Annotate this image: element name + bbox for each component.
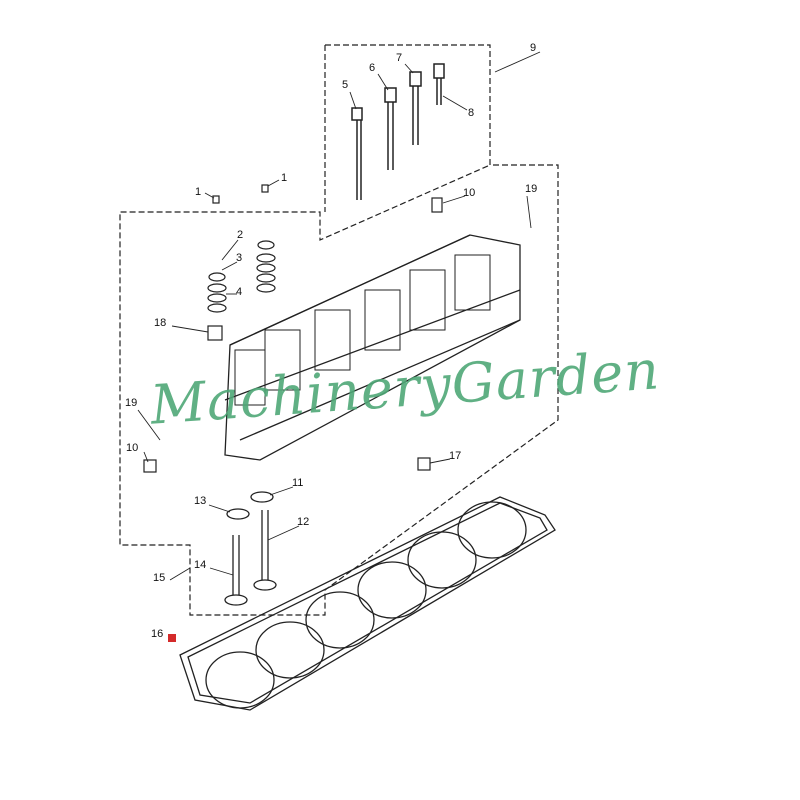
- callout-label: 12: [297, 516, 310, 528]
- callout-label: 13: [194, 495, 207, 507]
- callout-label: 5: [342, 79, 349, 91]
- callout-label: 7: [396, 52, 403, 64]
- callout-label: 14: [194, 559, 207, 571]
- head-gasket: [179, 496, 556, 711]
- callout-label: 16: [151, 628, 164, 640]
- callout-label: 9: [530, 42, 537, 54]
- callout-label: 15: [153, 572, 166, 584]
- callout-label: 3: [236, 252, 243, 264]
- callout-label: 2: [237, 229, 244, 241]
- callout-label: 6: [369, 62, 376, 74]
- callout-label: 11: [292, 477, 304, 489]
- valves: [224, 491, 277, 606]
- marker-square: [168, 634, 176, 642]
- cylinder-head: [224, 234, 521, 461]
- callout-label: 18: [154, 317, 167, 329]
- bolts: [351, 63, 445, 200]
- callout-label: 17: [449, 450, 462, 462]
- callout-label: 1: [281, 172, 288, 184]
- callout-label: 19: [525, 183, 538, 195]
- callout-label: 4: [236, 286, 243, 298]
- valve-springs: [207, 184, 276, 341]
- bolt-group-outline: [119, 44, 559, 616]
- callout-label: 19: [125, 397, 138, 409]
- callout-label: 10: [126, 442, 139, 454]
- callout-label: 10: [463, 187, 476, 199]
- callout-label: 1: [195, 186, 202, 198]
- callout-label: 8: [468, 107, 475, 119]
